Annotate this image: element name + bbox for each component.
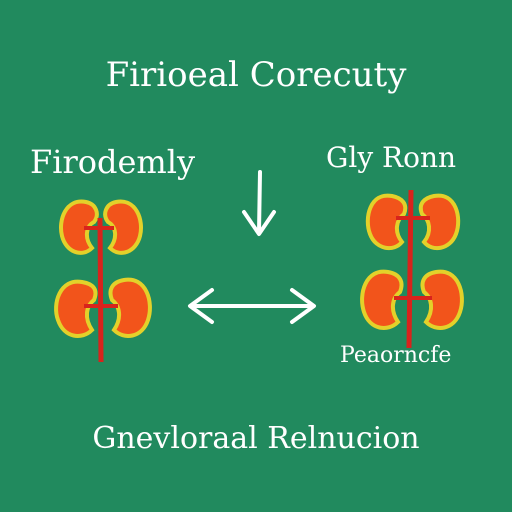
right-group-sublabel: Peaorncfe: [340, 343, 452, 368]
right-lower-left-kidney: [360, 269, 404, 330]
right-lower-right-kidney: [420, 269, 464, 330]
left-upper-right-kidney: [103, 199, 143, 255]
double-arrow: [188, 288, 316, 324]
left-upper-left-kidney: [59, 199, 99, 255]
down-arrow: [242, 170, 276, 236]
left-kidney-group: [54, 199, 152, 363]
right-kidney-group: [360, 189, 464, 349]
right-upper-left-kidney: [365, 193, 408, 251]
right-upper-right-kidney: [418, 193, 461, 251]
right-group-label: Gly Ronn: [326, 141, 457, 174]
diagram-footer: Gnevloraal Relnucion: [92, 421, 420, 456]
right-vessel: [406, 189, 414, 349]
left-group-label: Firodemly: [30, 143, 196, 181]
left-vessel: [97, 217, 104, 363]
left-lower-right-kidney: [108, 277, 152, 338]
left-lower-left-kidney: [54, 279, 98, 338]
diagram-title: Firioeal Corecuty: [105, 55, 407, 95]
